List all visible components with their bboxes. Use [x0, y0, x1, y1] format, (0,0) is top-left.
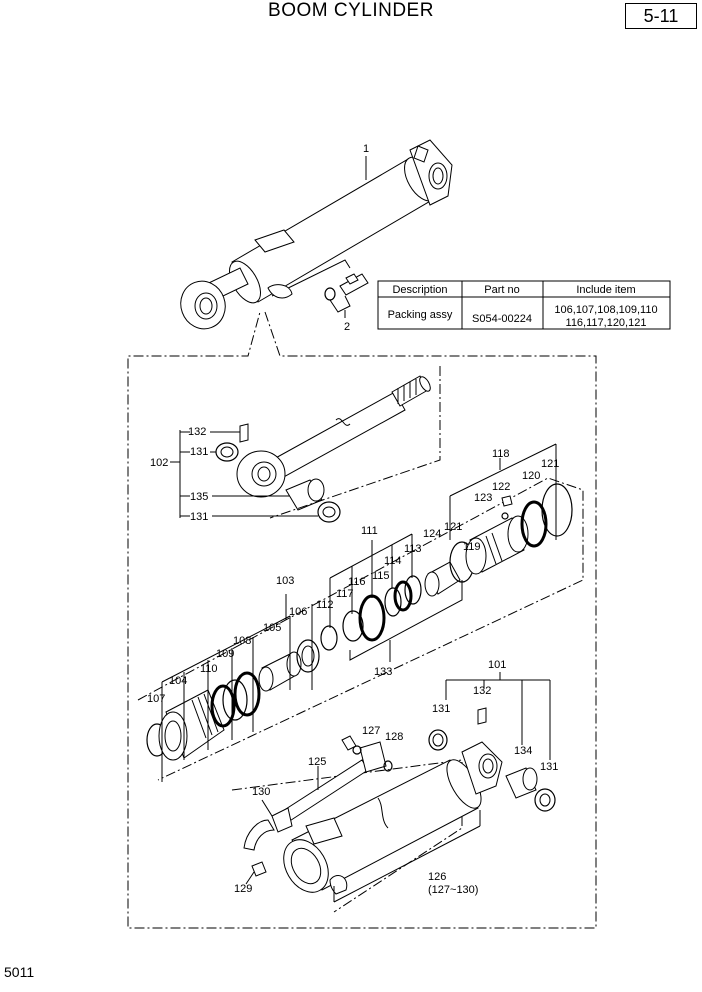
callout-109: 109 [216, 648, 234, 660]
callout-labels: 1 2 132 131 102 135 131 111 113 114 115 … [147, 143, 559, 896]
callout-1: 1 [363, 143, 369, 155]
callout-121a: 121 [541, 458, 559, 470]
callout-123: 123 [474, 492, 492, 504]
callout-131c: 131 [432, 703, 450, 715]
callout-124: 124 [423, 528, 441, 540]
footer-code: 5011 [4, 964, 35, 980]
callout-132a: 132 [188, 426, 206, 438]
callout-130: 130 [252, 786, 270, 798]
leader-lines [161, 156, 557, 903]
callout-121b: 121 [444, 521, 462, 533]
callout-105: 105 [263, 622, 281, 634]
callout-106: 106 [289, 606, 307, 618]
callout-131d: 131 [540, 761, 558, 773]
table-cell-part-no: S054-00224 [472, 313, 532, 325]
callout-107: 107 [147, 693, 165, 705]
callout-101: 101 [488, 659, 506, 671]
page-number-box: 5-11 [625, 3, 697, 29]
callout-127: 127 [362, 725, 380, 737]
callout-122: 122 [492, 481, 510, 493]
table-cell-include-line2: 116,117,120,121 [566, 317, 647, 329]
part-2-fitting [324, 273, 369, 313]
callout-119: 119 [463, 541, 481, 553]
callout-128: 128 [385, 731, 403, 743]
callout-102: 102 [150, 457, 168, 469]
tube-subassembly [231, 707, 556, 913]
table-header-description: Description [392, 284, 447, 296]
table-header-include-item: Include item [576, 284, 635, 296]
callout-104: 104 [169, 675, 187, 687]
callout-111: 111 [361, 525, 378, 537]
table-cell-include-line1: 106,107,108,109,110 [554, 304, 657, 316]
callout-132b: 132 [473, 685, 491, 697]
rod-subassembly [215, 366, 441, 523]
callout-134: 134 [514, 745, 532, 757]
callout-129: 129 [234, 883, 252, 895]
boom-cylinder-assembly [180, 139, 453, 330]
packing-assy-table: Description Part no Include item Packing… [377, 280, 671, 330]
callout-126-range: (127~130) [428, 884, 478, 896]
callout-112: 112 [316, 599, 334, 611]
callout-103: 103 [276, 575, 294, 587]
callout-131a: 131 [190, 446, 208, 458]
callout-116: 116 [348, 576, 366, 588]
callout-114: 114 [384, 555, 402, 567]
callout-108: 108 [233, 635, 251, 647]
table-cell-description: Packing assy [388, 309, 453, 321]
callout-117: 117 [336, 588, 354, 600]
callout-120: 120 [522, 470, 540, 482]
table-header-part-no: Part no [484, 284, 519, 296]
seal-parts-row [137, 477, 584, 781]
detail-frame [127, 311, 597, 929]
callout-118: 118 [492, 448, 510, 460]
callout-131b: 131 [190, 511, 208, 523]
callout-2: 2 [344, 321, 350, 333]
callout-125: 125 [308, 756, 326, 768]
callout-133: 133 [374, 666, 392, 678]
callout-110: 110 [200, 663, 218, 675]
callout-135: 135 [190, 491, 208, 503]
page-title: BOOM CYLINDER [268, 0, 434, 21]
callout-115: 115 [372, 570, 390, 582]
callout-126: 126 [428, 871, 446, 883]
callout-113: 113 [404, 543, 422, 555]
